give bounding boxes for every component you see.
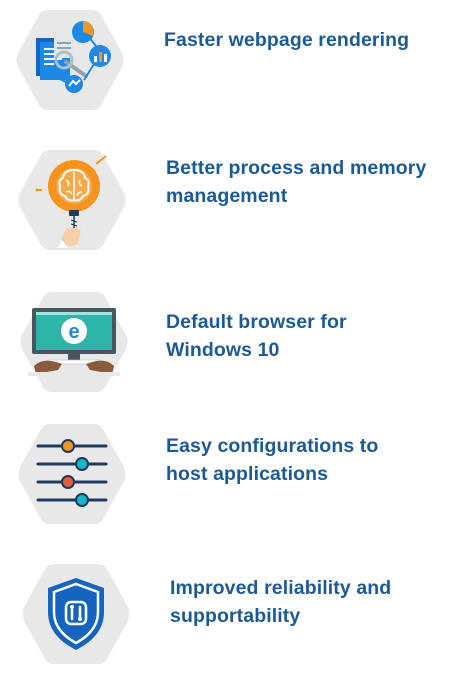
sliders-icon	[36, 439, 108, 507]
shield-tools-icon	[48, 578, 104, 650]
feature-default-browser: e Default browser for Windows 10	[0, 284, 450, 414]
brain-lightbulb-icon	[35, 155, 107, 248]
feature-label: Easy configurations to host applications	[166, 432, 378, 488]
feature-label-line: Default browser for	[166, 311, 347, 333]
feature-label-line: management	[166, 185, 288, 207]
feature-label-line: Faster webpage rendering	[164, 29, 410, 51]
edge-browser-monitor-icon: e	[28, 308, 120, 376]
hexagon-badge	[14, 4, 126, 116]
hexagon-badge	[16, 144, 128, 256]
feature-process-memory: Better process and memory management	[0, 140, 450, 270]
svg-text:e: e	[68, 321, 79, 343]
hexagon-badge: e	[18, 286, 130, 398]
feature-label: Better process and memory management	[166, 154, 426, 210]
feature-label: Improved reliability and supportability	[170, 574, 391, 630]
feature-label: Faster webpage rendering	[164, 26, 409, 54]
feature-label-line: Windows 10	[166, 339, 280, 361]
feature-easy-configurations: Easy configurations to host applications	[0, 418, 450, 538]
hexagon-badge	[16, 418, 128, 530]
feature-faster-rendering: Faster webpage rendering	[0, 0, 450, 120]
feature-label-line: supportability	[170, 605, 301, 627]
feature-label-line: Easy configurations to	[166, 435, 379, 457]
feature-label: Default browser for Windows 10	[166, 308, 347, 364]
feature-reliability-supportability: Improved reliability and supportability	[0, 556, 450, 673]
feature-label-line: host applications	[166, 463, 329, 485]
feature-label-line: Better process and memory	[166, 157, 427, 179]
webpage-rendering-icon	[36, 21, 111, 93]
hexagon-badge	[20, 558, 132, 670]
feature-label-line: Improved reliability and	[170, 577, 392, 599]
